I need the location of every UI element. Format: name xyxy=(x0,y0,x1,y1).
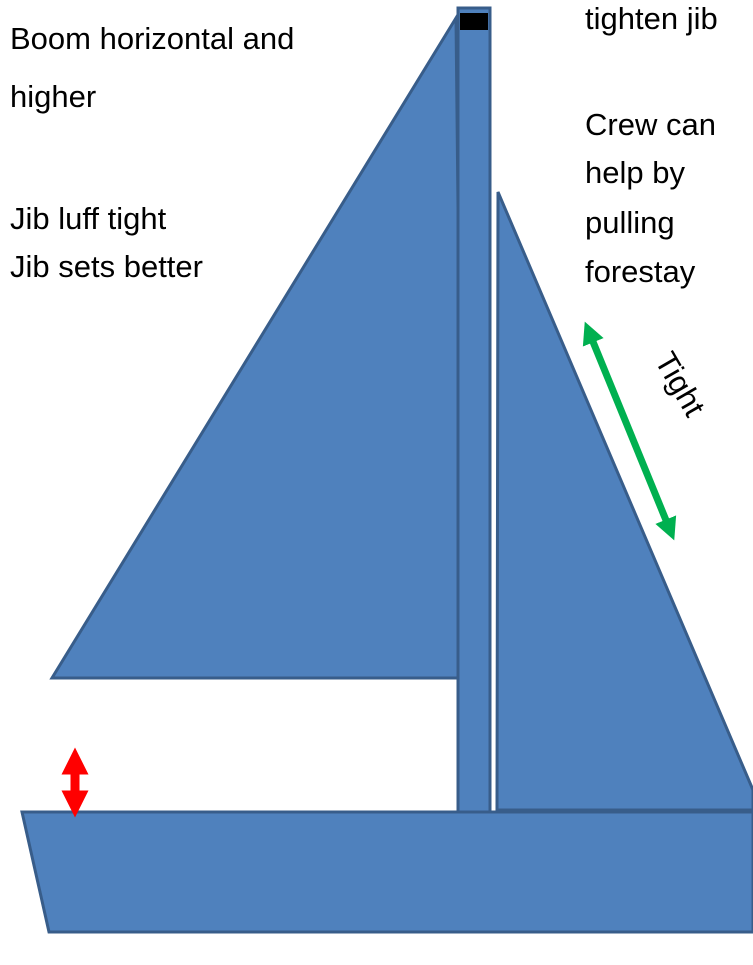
mainsail xyxy=(49,12,465,680)
note-tighten-jib: tighten jib xyxy=(585,1,718,36)
note-boom-horizontal: Boom horizontal and xyxy=(10,21,294,56)
hull xyxy=(20,810,753,934)
note-crew-can: Crew can xyxy=(585,107,716,142)
note-jib-luff-tight: Jib luff tight xyxy=(10,201,167,236)
note-help-by: help by xyxy=(585,155,685,190)
note-jib-sets-better: Jib sets better xyxy=(10,249,203,284)
note-pulling: pulling xyxy=(585,205,675,240)
mast xyxy=(456,6,492,818)
note-forestay: forestay xyxy=(585,254,696,289)
jib-luff-tight-arrow xyxy=(582,321,677,541)
mast-top-marker xyxy=(460,13,488,30)
note-higher: higher xyxy=(10,79,96,114)
tight-label: Tight xyxy=(648,346,712,423)
